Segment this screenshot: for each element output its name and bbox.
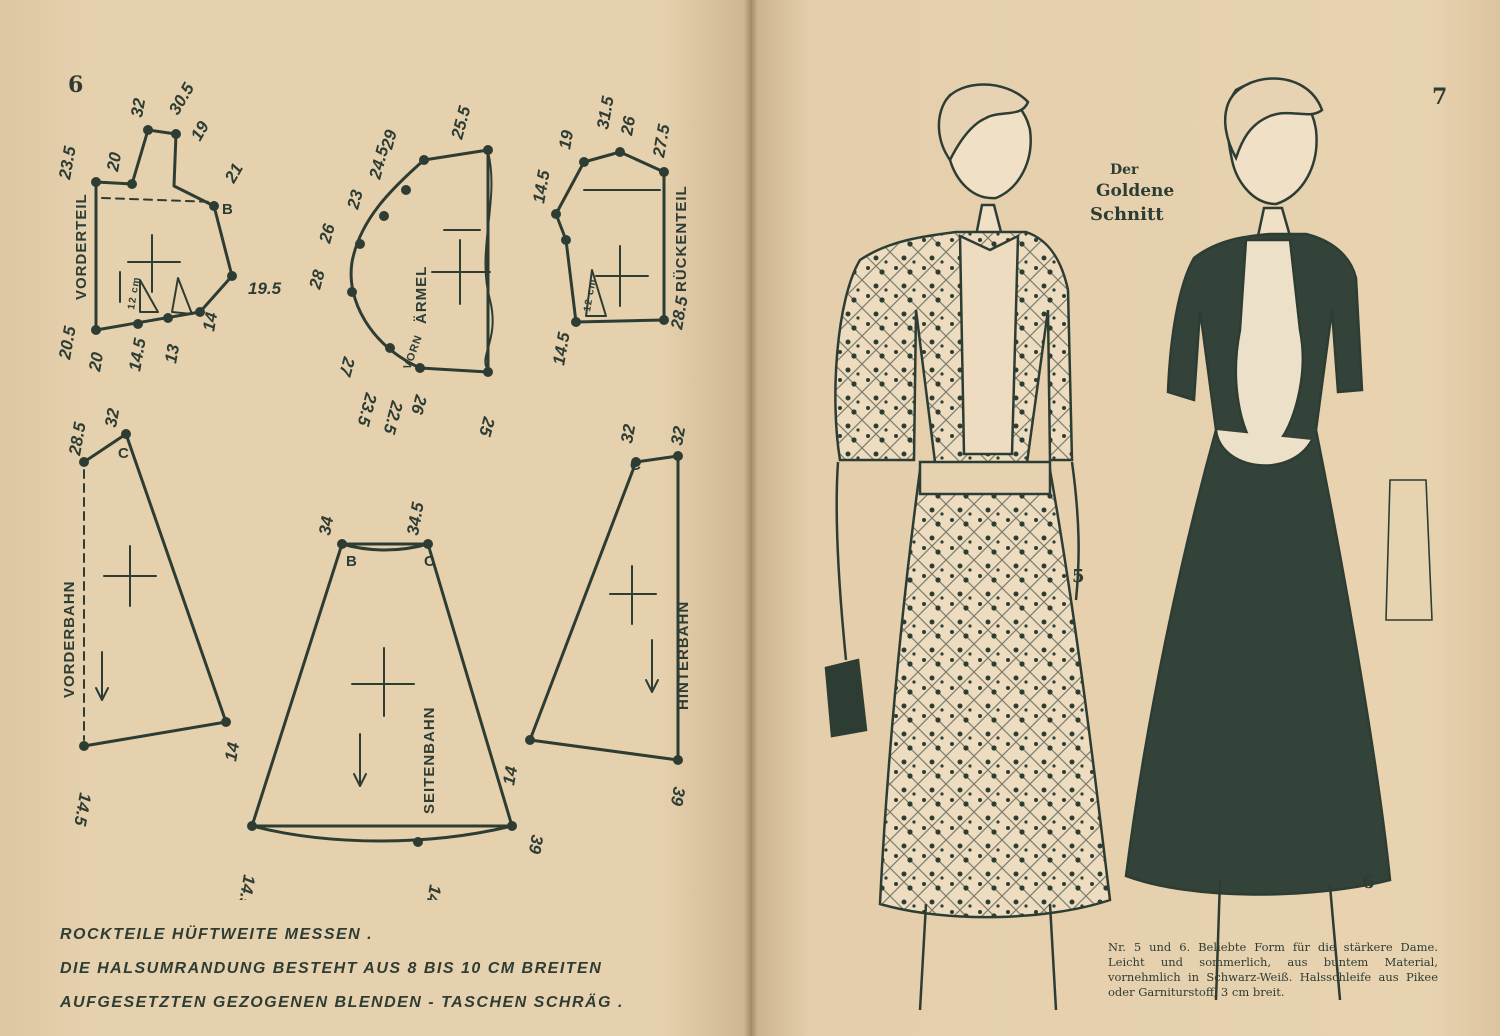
- svg-text:39: 39: [667, 785, 689, 807]
- pattern-piece-seitenbahn: 34 34.5 B C 14.5 14 39 SEITENBAHN: [234, 500, 547, 900]
- pattern-piece-hinterbahn: 32 32 C 14 39 HINTERBAHN: [499, 422, 692, 808]
- note-line-3: AUFGESETZTEN GEZOGENEN BLENDEN - TASCHEN…: [60, 994, 624, 1011]
- figure-number-5: 5: [1072, 566, 1085, 587]
- svg-text:ÄRMEL: ÄRMEL: [413, 266, 430, 324]
- svg-text:C: C: [424, 553, 436, 570]
- svg-text:20.5: 20.5: [55, 324, 80, 361]
- svg-text:14.5: 14.5: [549, 330, 574, 366]
- note-line-1: ROCKTEILE HÜFTWEITE MESSEN .: [60, 926, 374, 943]
- svg-text:12 cm: 12 cm: [582, 278, 599, 313]
- figure-5-dress: [824, 83, 1112, 1011]
- svg-text:B: B: [222, 201, 234, 218]
- svg-text:26: 26: [315, 221, 339, 246]
- note-line-2: DIE HALSUMRANDUNG BESTEHT AUS 8 BIS 10 C…: [60, 960, 603, 977]
- svg-text:14: 14: [499, 764, 521, 786]
- svg-text:39: 39: [525, 833, 547, 855]
- svg-text:32: 32: [667, 424, 689, 446]
- svg-text:VORDERTEIL: VORDERTEIL: [73, 193, 90, 300]
- svg-text:32: 32: [127, 96, 149, 118]
- goldene-schnitt-logo: Der Goldene Schnitt: [1090, 162, 1174, 225]
- svg-text:32: 32: [101, 406, 123, 428]
- pattern-piece-vorderbahn: 28.5 32 C 14 14.5 VORDERBAHN: [61, 406, 243, 827]
- svg-text:29: 29: [377, 127, 401, 152]
- svg-text:28.5: 28.5: [65, 420, 90, 457]
- svg-text:20: 20: [103, 150, 125, 173]
- svg-text:Goldene: Goldene: [1096, 181, 1174, 201]
- svg-text:20: 20: [85, 350, 107, 373]
- book-gutter: [744, 0, 758, 1036]
- svg-text:13: 13: [161, 342, 183, 364]
- svg-text:22.5: 22.5: [379, 398, 406, 436]
- svg-text:Schnitt: Schnitt: [1090, 204, 1164, 225]
- pattern-piece-aermel: 29 25.5 24.5 23 26 28 27 23.5 22.5 26 25…: [305, 104, 498, 439]
- svg-text:25: 25: [475, 414, 499, 439]
- svg-text:B: B: [346, 553, 358, 570]
- svg-text:32: 32: [617, 422, 639, 444]
- svg-text:34: 34: [315, 514, 337, 536]
- svg-text:27.5: 27.5: [649, 122, 674, 159]
- svg-text:RÜCKENTEIL: RÜCKENTEIL: [673, 185, 690, 292]
- svg-text:Der: Der: [1110, 162, 1139, 178]
- svg-text:28: 28: [305, 267, 329, 292]
- pattern-notes: ROCKTEILE HÜFTWEITE MESSEN . DIE HALSUMR…: [60, 918, 700, 1020]
- svg-text:SEITENBAHN: SEITENBAHN: [421, 706, 438, 814]
- svg-text:24.5: 24.5: [365, 144, 392, 182]
- left-page: 6 23.5 20 32 30.5 19 21 B: [0, 0, 750, 1036]
- svg-text:VORDERBAHN: VORDERBAHN: [61, 580, 78, 698]
- svg-text:19.5: 19.5: [248, 279, 282, 298]
- pattern-piece-vorderteil: 23.5 20 32 30.5 19 21 B 19.5 20.5 20 14.…: [55, 79, 282, 373]
- pattern-piece-rueckenteil: 19 31.5 26 27.5 14.5 14.5 28.5 12 cm RÜC…: [529, 94, 692, 366]
- svg-text:26: 26: [407, 392, 431, 417]
- svg-text:19: 19: [187, 118, 213, 144]
- pattern-drafting: 23.5 20 32 30.5 19 21 B 19.5 20.5 20 14.…: [55, 79, 692, 900]
- svg-text:23.5: 23.5: [353, 390, 380, 428]
- svg-text:23: 23: [343, 187, 367, 212]
- svg-text:14.5: 14.5: [529, 168, 554, 204]
- figure-number-6: 6: [1362, 872, 1375, 893]
- svg-text:21: 21: [221, 160, 247, 187]
- fashion-illustrations: 5 6: [824, 77, 1433, 1011]
- figure-6-dress: [1124, 77, 1433, 1001]
- svg-text:23.5: 23.5: [55, 144, 80, 181]
- svg-text:HINTERBAHN: HINTERBAHN: [675, 601, 692, 710]
- svg-text:14: 14: [423, 883, 445, 900]
- svg-text:28.5: 28.5: [667, 294, 692, 331]
- svg-text:31.5: 31.5: [593, 94, 618, 130]
- svg-text:14.5: 14.5: [70, 791, 95, 827]
- svg-text:26: 26: [617, 114, 639, 137]
- svg-text:C: C: [118, 445, 130, 462]
- svg-text:19: 19: [555, 128, 577, 150]
- svg-text:27: 27: [335, 354, 359, 380]
- svg-text:14: 14: [221, 740, 243, 762]
- svg-text:34.5: 34.5: [403, 500, 428, 536]
- svg-text:14: 14: [199, 310, 221, 332]
- svg-text:30.5: 30.5: [165, 79, 198, 118]
- svg-text:14.5: 14.5: [234, 873, 259, 900]
- page-number-right: 7: [1432, 84, 1448, 110]
- svg-text:C: C: [630, 457, 642, 474]
- svg-text:25.5: 25.5: [447, 104, 474, 142]
- svg-text:14.5: 14.5: [125, 336, 150, 372]
- illustration-caption: Nr. 5 und 6. Beliebte Form für die stärk…: [1108, 940, 1438, 999]
- page-number-left: 6: [68, 72, 84, 98]
